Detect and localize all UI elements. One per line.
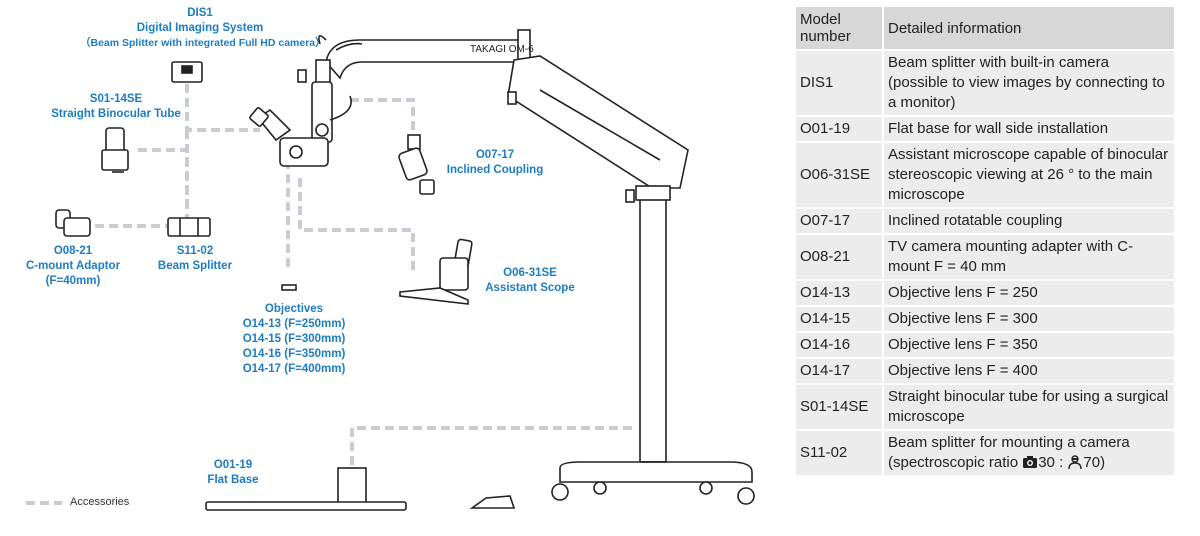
table-row: S11-02 Beam splitter for mounting a came… bbox=[794, 429, 1176, 477]
label-s11-02: S11-02 Beam Splitter bbox=[145, 244, 245, 274]
table-header-row: Model number Detailed information bbox=[794, 5, 1176, 51]
row-info: Inclined rotatable coupling bbox=[882, 207, 1176, 235]
row-model: O08-21 bbox=[794, 233, 884, 281]
stand-structure bbox=[55, 29, 755, 511]
label-o01-name: Flat Base bbox=[207, 474, 259, 486]
label-objectives-line: O14-13 (F=250mm) bbox=[242, 318, 346, 330]
row-info: Objective lens F = 350 bbox=[882, 331, 1176, 359]
label-objectives-line: O14-17 (F=400mm) bbox=[242, 363, 346, 375]
row-info: Objective lens F = 400 bbox=[882, 357, 1176, 385]
row-model: O01-19 bbox=[794, 115, 884, 143]
specification-table: Model number Detailed information DIS1 B… bbox=[794, 5, 1176, 477]
label-s01-code: S01-14SE bbox=[89, 93, 143, 105]
accessory-connectors bbox=[26, 84, 636, 505]
table-row: O06-31SE Assistant microscope capable of… bbox=[794, 141, 1176, 209]
table-row: O14-13 Objective lens F = 250 bbox=[794, 279, 1176, 307]
row-info: Beam splitter for mounting a camera (spe… bbox=[882, 429, 1176, 477]
label-o06-name: Assistant Scope bbox=[485, 282, 575, 294]
table-row: DIS1 Beam splitter with built-in camera … bbox=[794, 49, 1176, 117]
ratio-separator: : bbox=[1054, 454, 1068, 471]
table-row: O01-19 Flat base for wall side installat… bbox=[794, 115, 1176, 143]
label-s11-name: Beam Splitter bbox=[157, 260, 233, 272]
row-model: O14-13 bbox=[794, 279, 884, 307]
row-model: O06-31SE bbox=[794, 141, 884, 209]
row-model: O14-16 bbox=[794, 331, 884, 359]
row-info: Straight binocular tube for using a surg… bbox=[882, 383, 1176, 431]
label-o07-name: Inclined Coupling bbox=[446, 164, 544, 176]
label-dis1: DIS1 Digital Imaging System （Beam Splitt… bbox=[80, 6, 326, 51]
label-o06-code: O06-31SE bbox=[503, 267, 557, 279]
row-info: TV camera mounting adapter with C-mount … bbox=[882, 233, 1176, 281]
label-o08-code: O08-21 bbox=[53, 245, 93, 257]
label-o07-code: O07-17 bbox=[475, 149, 515, 161]
row-model: O14-17 bbox=[794, 357, 884, 385]
label-s01-14se: S01-14SE Straight Binocular Tube bbox=[46, 92, 186, 122]
table-row: S01-14SE Straight binocular tube for usi… bbox=[794, 383, 1176, 431]
label-objectives-line: O14-16 (F=350mm) bbox=[242, 348, 346, 360]
legend-accessories-label: Accessories bbox=[70, 496, 130, 508]
label-objectives-line: O14-15 (F=300mm) bbox=[242, 333, 346, 345]
table-row: O08-21 TV camera mounting adapter with C… bbox=[794, 233, 1176, 281]
camera-icon bbox=[1023, 456, 1038, 468]
label-objectives-title: Objectives bbox=[264, 303, 324, 315]
label-s01-name: Straight Binocular Tube bbox=[51, 108, 181, 120]
row-info: Objective lens F = 300 bbox=[882, 305, 1176, 333]
table-row: O14-16 Objective lens F = 350 bbox=[794, 331, 1176, 359]
row-info-text: Beam splitter for mounting a camera (spe… bbox=[888, 434, 1130, 471]
row-info: Flat base for wall side installation bbox=[882, 115, 1176, 143]
header-model-number: Model number bbox=[794, 5, 884, 51]
label-o07-17: O07-17 Inclined Coupling bbox=[430, 148, 560, 178]
row-info: Objective lens F = 250 bbox=[882, 279, 1176, 307]
label-dis1-name: Digital Imaging System bbox=[136, 22, 264, 34]
table-row: O07-17 Inclined rotatable coupling bbox=[794, 207, 1176, 235]
label-s11-code: S11-02 bbox=[176, 245, 214, 257]
label-o08-21: O08-21 C-mount Adaptor (F=40mm) bbox=[18, 244, 128, 289]
label-o08-extra: (F=40mm) bbox=[45, 275, 101, 287]
observer-icon bbox=[1068, 455, 1083, 469]
camera-ratio-value: 30 bbox=[1038, 454, 1055, 471]
row-info-close: ) bbox=[1100, 454, 1106, 471]
label-dis1-code: DIS1 bbox=[187, 7, 213, 19]
label-dis1-sub: （Beam Splitter with integrated Full HD c… bbox=[80, 37, 326, 49]
label-o01-19: O01-19 Flat Base bbox=[188, 458, 278, 488]
row-model: S11-02 bbox=[794, 429, 884, 477]
row-info: Assistant microscope capable of binocula… bbox=[882, 141, 1176, 209]
row-info: Beam splitter with built-in camera (poss… bbox=[882, 49, 1176, 117]
label-o01-code: O01-19 bbox=[213, 459, 253, 471]
header-detailed-information: Detailed information bbox=[882, 5, 1176, 51]
label-o06-31se: O06-31SE Assistant Scope bbox=[470, 266, 590, 296]
microscope-drawing: TAKAGI OM-6 bbox=[26, 29, 755, 511]
row-model: O07-17 bbox=[794, 207, 884, 235]
row-model: O14-15 bbox=[794, 305, 884, 333]
table-row: O14-17 Objective lens F = 400 bbox=[794, 357, 1176, 385]
label-o08-name: C-mount Adaptor bbox=[25, 260, 121, 272]
table-row: O14-15 Objective lens F = 300 bbox=[794, 305, 1176, 333]
eye-ratio-value: 70 bbox=[1083, 454, 1101, 471]
brand-mark: TAKAGI OM-6 bbox=[470, 44, 534, 55]
row-model: DIS1 bbox=[794, 49, 884, 117]
configuration-diagram: TAKAGI OM-6 DIS1 Digital Imaging System … bbox=[18, 6, 755, 511]
row-model: S01-14SE bbox=[794, 383, 884, 431]
label-objectives: Objectives O14-13 (F=250mm) O14-15 (F=30… bbox=[228, 302, 360, 377]
